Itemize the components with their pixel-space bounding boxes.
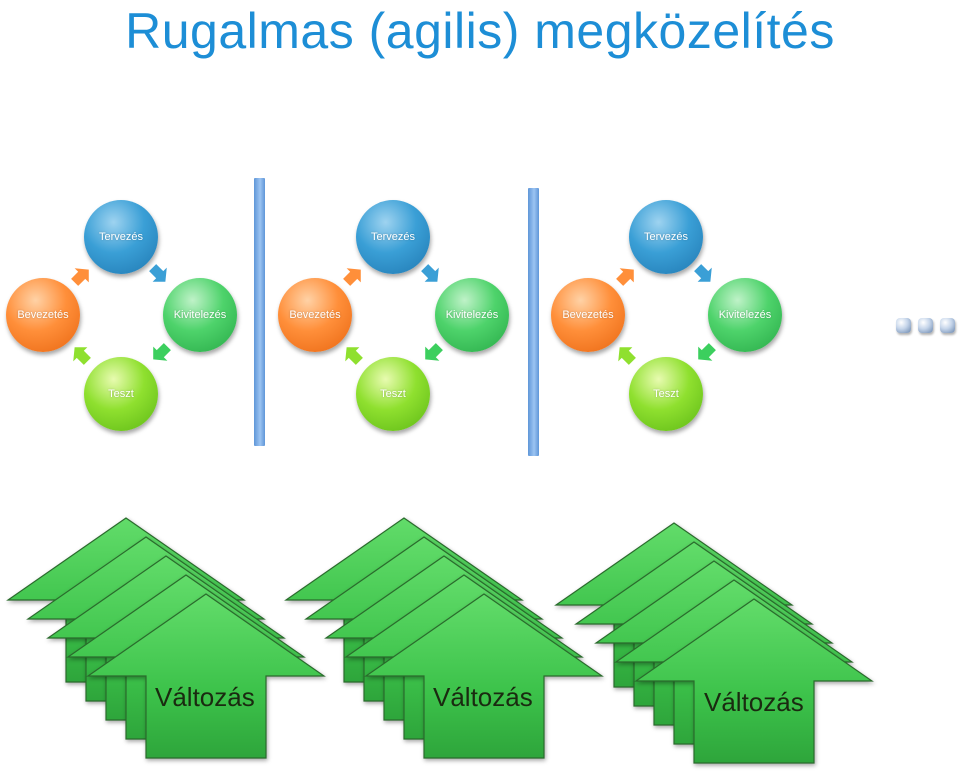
test-label: Teszt (380, 388, 406, 400)
change-arrow-up-icon (86, 593, 326, 759)
change-arrow-up-icon (614, 579, 854, 745)
change-arrow-up-icon (634, 598, 874, 764)
plan-to-execute-arrow-icon (694, 264, 712, 282)
change-arrow-up-icon (284, 517, 524, 683)
plan-label: Tervezés (98, 231, 144, 243)
change-label: Változás (704, 687, 804, 717)
test-label: Teszt (653, 388, 679, 400)
deploy-label: Bevezetés (289, 309, 341, 321)
dot (896, 318, 911, 333)
plan-to-execute-arrow-icon (149, 264, 167, 282)
dot (918, 318, 933, 333)
change-label: Változás (433, 682, 533, 712)
test-to-deploy-arrow-icon (73, 347, 91, 365)
change-arrow-up-icon (304, 536, 544, 702)
deploy-to-plan-arrow-icon (343, 268, 361, 286)
deploy-node: Bevezetés (6, 278, 80, 352)
test-label: Teszt (108, 388, 134, 400)
deploy-label: Bevezetés (17, 309, 69, 321)
test-node: Teszt (84, 357, 158, 431)
test-node: Teszt (629, 357, 703, 431)
execute-node: Kivitelezés (163, 278, 237, 352)
change-arrow-up-icon (554, 522, 794, 688)
execute-to-test-arrow-icon (153, 343, 171, 361)
plan-node: Tervezés (356, 200, 430, 274)
change-arrow-up-icon (66, 574, 306, 740)
plan-node: Tervezés (629, 200, 703, 274)
ellipsis-dots-icon (896, 318, 960, 338)
deploy-node: Bevezetés (278, 278, 352, 352)
plan-to-execute-arrow-icon (421, 264, 439, 282)
plan-label: Tervezés (643, 231, 689, 243)
plan-node: Tervezés (84, 200, 158, 274)
change-arrow-stack (554, 522, 874, 764)
plan-label: Tervezés (370, 231, 416, 243)
execute-to-test-arrow-icon (698, 343, 716, 361)
cycle-divider (528, 188, 539, 456)
test-node: Teszt (356, 357, 430, 431)
execute-label: Kivitelezés (718, 309, 772, 321)
change-arrow-up-icon (364, 593, 604, 759)
deploy-to-plan-arrow-icon (616, 268, 634, 286)
change-arrow-up-icon (574, 541, 814, 707)
change-arrow-stack (6, 517, 326, 759)
deploy-label: Bevezetés (562, 309, 614, 321)
change-label: Változás (155, 682, 255, 712)
change-arrow-up-icon (344, 574, 584, 740)
test-to-deploy-arrow-icon (345, 347, 363, 365)
dot (940, 318, 955, 333)
change-arrow-stack (284, 517, 604, 759)
cycle-divider (254, 178, 265, 446)
test-to-deploy-arrow-icon (618, 347, 636, 365)
deploy-to-plan-arrow-icon (71, 268, 89, 286)
execute-label: Kivitelezés (173, 309, 227, 321)
execute-node: Kivitelezés (435, 278, 509, 352)
deploy-node: Bevezetés (551, 278, 625, 352)
execute-node: Kivitelezés (708, 278, 782, 352)
execute-label: Kivitelezés (445, 309, 499, 321)
change-arrow-up-icon (26, 536, 266, 702)
page-title: Rugalmas (agilis) megközelítés (125, 3, 835, 59)
execute-to-test-arrow-icon (425, 343, 443, 361)
change-arrow-up-icon (6, 517, 246, 683)
